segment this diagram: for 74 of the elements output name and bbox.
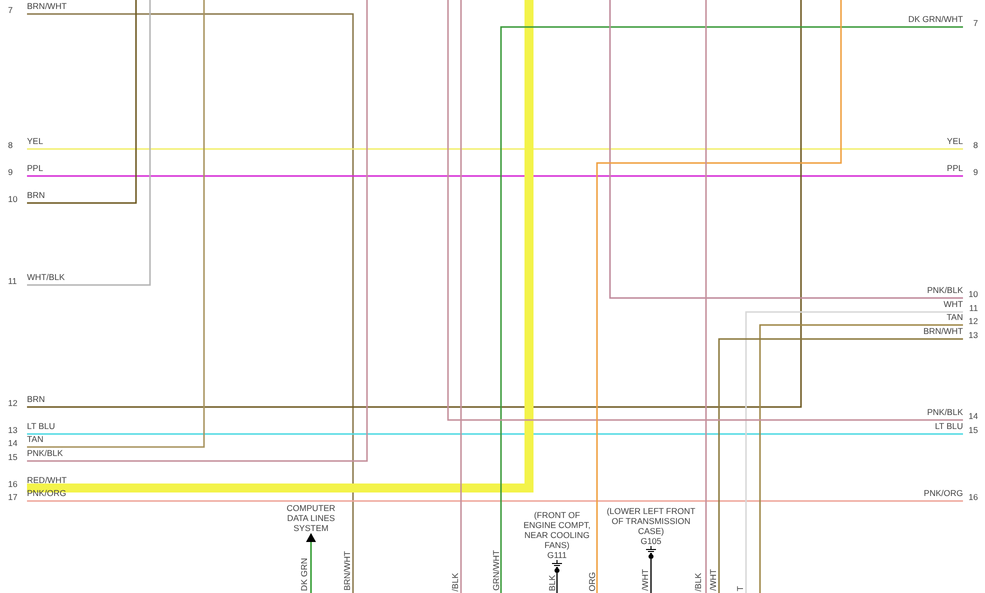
- pin-number: 12: [968, 316, 978, 326]
- wire: [500, 26, 963, 593]
- wire-color-label: RED/WHT: [27, 475, 67, 486]
- wire-color-label: /WHT: [640, 569, 650, 591]
- wire: [27, 148, 963, 150]
- wire-color-label: BRN/WHT: [923, 326, 963, 337]
- system-label: COMPUTER DATA LINES SYSTEM: [286, 503, 336, 533]
- wire-color-label: BRN: [27, 394, 45, 405]
- pin-number: 15: [8, 452, 18, 462]
- wire-color-label: PPL: [27, 163, 44, 174]
- wire: [27, 175, 963, 177]
- pin-number: 9: [973, 167, 978, 177]
- wire-color-label: BRN: [27, 190, 45, 201]
- wire-color-label: PNK/BLK: [927, 407, 963, 418]
- pin-number: 10: [968, 289, 978, 299]
- pin-number: 7: [8, 5, 13, 15]
- wire: [27, 0, 534, 492]
- wire: [27, 0, 137, 204]
- wire-color-label: LT BLU: [934, 421, 963, 432]
- wire-color-label: PPL: [946, 163, 963, 174]
- pin-number: 10: [8, 194, 18, 204]
- wire: [27, 0, 368, 462]
- wire-color-label: T: [735, 586, 745, 591]
- wire: [556, 573, 558, 593]
- pin-number: 8: [8, 140, 13, 150]
- location-note: (FRONT OF ENGINE COMPT, NEAR COOLING FANS): [522, 510, 592, 550]
- wire: [447, 0, 963, 421]
- arrow: [306, 533, 316, 593]
- pin-number: 11: [8, 276, 17, 286]
- pin-number: 15: [968, 425, 978, 435]
- wire-color-label: PNK/BLK: [27, 448, 63, 459]
- wire: [718, 338, 963, 593]
- pin-number: 11: [969, 303, 978, 313]
- pin-number: 14: [8, 438, 18, 448]
- pin-number: 17: [8, 492, 18, 502]
- wire-color-label: WHT: [944, 299, 963, 310]
- pin-number: 7: [973, 18, 978, 28]
- wire-color-label: TAN: [946, 312, 963, 323]
- pin-number: 14: [968, 411, 978, 421]
- wire-color-label: ORG: [587, 572, 597, 591]
- wire-color-label: BRN/WHT: [342, 551, 352, 591]
- wire: [650, 559, 652, 593]
- wire-color-label: WHT/BLK: [27, 272, 65, 283]
- pin-number: 13: [968, 330, 978, 340]
- wire-color-label: DK GRN: [299, 558, 309, 591]
- wire-color-label: /BLK: [450, 572, 460, 591]
- pin-number: 16: [968, 492, 978, 502]
- pin-number: 8: [973, 140, 978, 150]
- wire-color-label: TAN: [27, 434, 44, 445]
- wire-color-label: YEL: [946, 136, 963, 147]
- ground-id: G111: [546, 550, 568, 560]
- wire: [609, 0, 963, 299]
- wire: [27, 0, 205, 448]
- wire: [27, 433, 963, 435]
- wire-color-label: /WHT: [708, 569, 718, 591]
- wire-color-label: GRN/WHT: [491, 550, 501, 591]
- wire-color-label: BLK: [547, 574, 557, 591]
- wire: [27, 0, 151, 286]
- wire-color-label: DK GRN/WHT: [908, 14, 963, 25]
- pin-number: 12: [8, 398, 18, 408]
- wire: [27, 500, 963, 502]
- pin-number: 9: [8, 167, 13, 177]
- wire-color-label: PNK/ORG: [924, 488, 963, 499]
- pin-number: 16: [8, 479, 18, 489]
- wire-color-label: PNK/BLK: [927, 285, 963, 296]
- wire-color-label: BRN/WHT: [27, 1, 67, 12]
- pin-number: 13: [8, 425, 18, 435]
- wire: [27, 0, 802, 408]
- wire: [27, 13, 354, 593]
- wire-color-label: /BLK: [693, 572, 703, 591]
- wire-color-label: YEL: [27, 136, 44, 147]
- wire-color-label: LT BLU: [27, 421, 56, 432]
- ground-id: G105: [640, 536, 662, 546]
- location-note: (LOWER LEFT FRONT OF TRANSMISSION CASE): [606, 506, 696, 536]
